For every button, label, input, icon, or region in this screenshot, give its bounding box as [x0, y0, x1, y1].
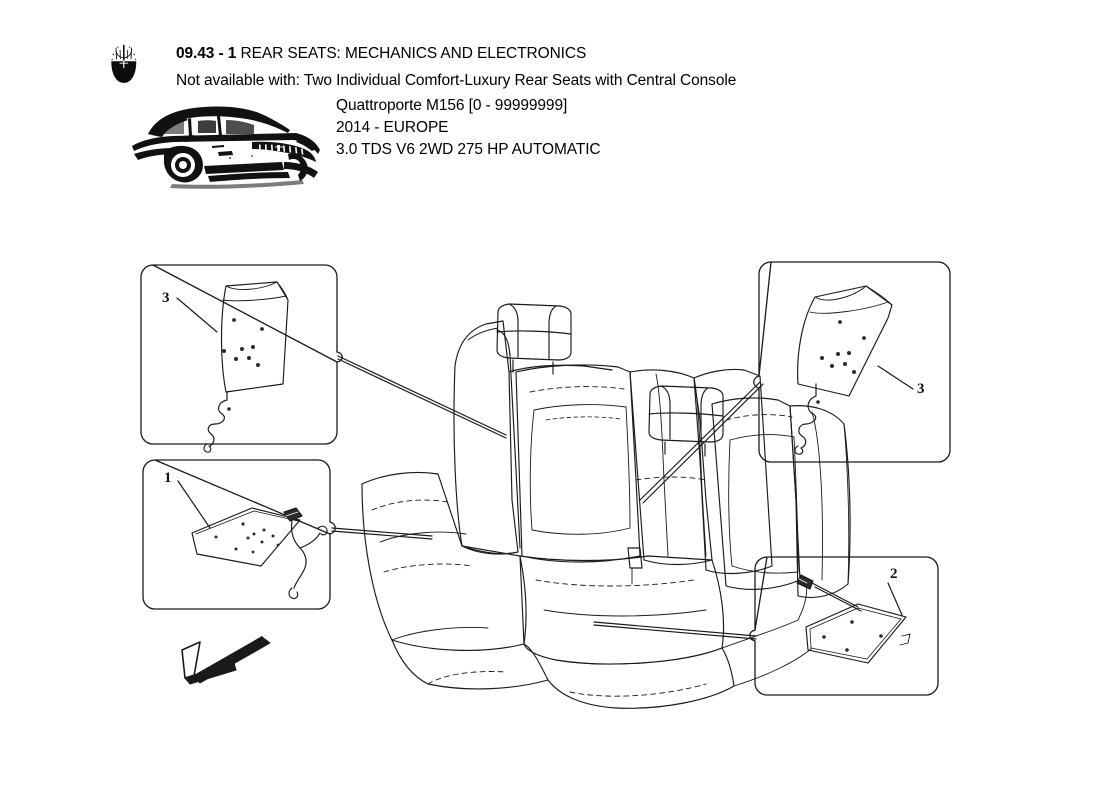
part-3-right-heating-pad — [794, 285, 893, 455]
vehicle-forward-direction-arrow — [181, 636, 271, 685]
left-backrest-center-panel — [515, 364, 641, 563]
callout-3-right-pointer — [877, 365, 914, 390]
callout-1-left-pointer — [177, 480, 211, 529]
callout-box-3-right — [753, 261, 951, 463]
right-headrest — [648, 385, 724, 443]
right-seat-cushion — [519, 555, 725, 665]
left-backrest-bolster-outer — [453, 320, 519, 555]
diagram-header: 09.43 - 1 REAR SEATS: MECHANICS AND ELEC… — [0, 0, 1100, 200]
right-backrest-center-panel — [711, 397, 801, 590]
callout-number-1-left: 1 — [164, 470, 172, 486]
rear-bench-seat-assembly — [361, 303, 851, 709]
maserati-trident-logo — [107, 44, 141, 84]
leader-line-3-right-b — [642, 383, 764, 504]
leader-line-1-left-b — [331, 530, 433, 540]
callout-number-3-right: 3 — [917, 381, 925, 397]
callout-3-left-pointer — [176, 297, 218, 333]
callout-number-3-left: 3 — [162, 290, 170, 306]
center-belt-buckle — [627, 547, 643, 569]
header-title-line: 09.43 - 1 REAR SEATS: MECHANICS AND ELEC… — [176, 45, 586, 63]
left-seat-cushion — [361, 471, 527, 651]
part-3-left-heating-pad — [203, 281, 289, 453]
right-cushion-front-face — [547, 647, 735, 709]
quattroporte-sedan-illustration — [112, 96, 327, 191]
callout-2-right-pointer — [887, 582, 903, 616]
right-backrest-outer-bolster — [789, 405, 851, 599]
callout-box-1-left — [142, 459, 336, 610]
leader-line-2-right-b — [593, 624, 757, 640]
part-1-occupancy-mat — [191, 507, 328, 600]
leader-line-3-left-b — [337, 358, 507, 439]
vehicle-model: Quattroporte M156 [0 - 99999999] — [336, 97, 568, 114]
leader-line-1-left — [331, 527, 433, 537]
left-cushion-front-face — [391, 639, 549, 690]
leader-lines — [331, 355, 764, 640]
center-seat-section — [629, 369, 713, 566]
callout-box-2-right — [749, 556, 939, 696]
right-backrest-inner — [693, 368, 773, 575]
section-code: 09.43 - 1 — [176, 45, 237, 62]
leader-line-2-right — [593, 621, 757, 637]
leader-line-3-left — [337, 355, 507, 436]
section-title: REAR SEATS: MECHANICS AND ELECTRONICS — [240, 45, 587, 62]
left-headrest — [496, 303, 572, 361]
availability-note: Not available with: Two Individual Comfo… — [176, 72, 737, 89]
part-2-heating-panel — [796, 574, 911, 664]
callout-number-2-right: 2 — [890, 566, 898, 582]
callout-box-3-left — [140, 264, 343, 453]
vehicle-year-market: 2014 - EUROPE — [336, 119, 449, 136]
vehicle-engine-spec: 3.0 TDS V6 2WD 275 HP AUTOMATIC — [336, 141, 601, 158]
